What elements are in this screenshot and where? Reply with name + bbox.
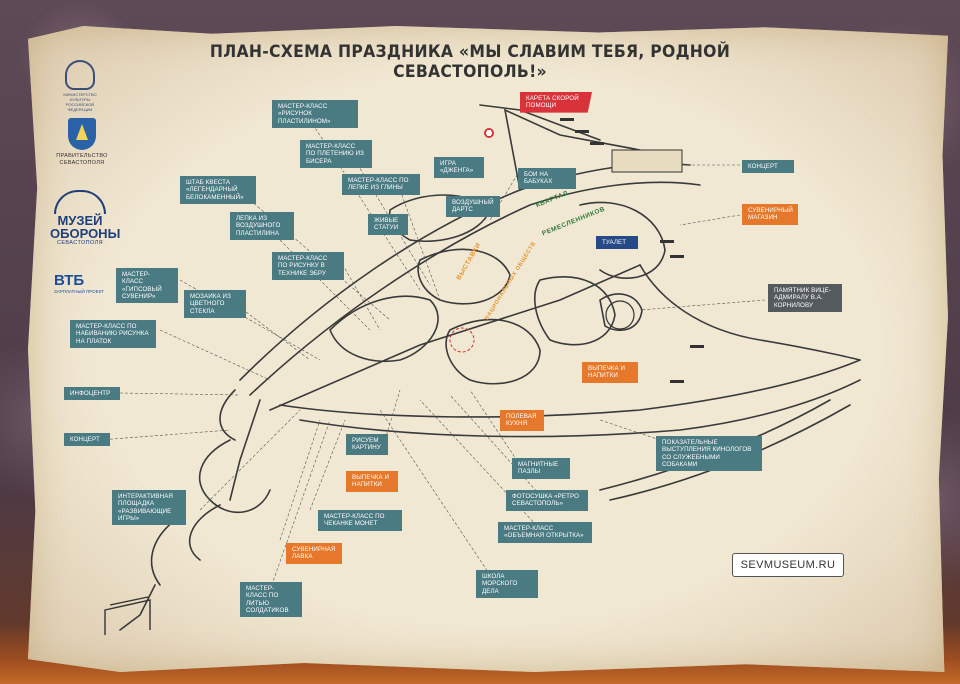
label-monument: ПАМЯТНИК ВИЦЕ-АДМИРАЛУ В.А. КОРНИЛОВУ: [768, 284, 842, 312]
gate-icon: [104, 596, 151, 635]
label-interactive-area: ИНТЕРАКТИВНАЯ ПЛОЩАДКА «РАЗВИВАЮЩИЕ ИГРЫ…: [112, 490, 186, 526]
coat-of-arms-icon: [68, 118, 96, 150]
label-draw-picture: РИСУЕМ КАРТИНУ: [346, 434, 388, 455]
first-aid-icon: [484, 128, 494, 138]
label-boi: БОИ НА БАБУКАХ: [518, 168, 576, 189]
label-mk-ebru: МАСТЕР-КЛАСС ПО РИСУНКУ В ТЕХНИКЕ ЭБРУ: [272, 252, 344, 280]
label-concert-right: КОНЦЕРТ: [742, 160, 794, 174]
label-mosaic: МОЗАИКА ИЗ ЦВЕТНОГО СТЕКЛА: [184, 290, 246, 318]
label-dog-show: ПОКАЗАТЕЛЬНЫЕ ВЫСТУПЛЕНИЯ КИНОЛОГОВ СО С…: [656, 436, 762, 472]
museum-logo: МУЗЕЙ ОБОРОНЫ СЕВАСТОПОЛЯ: [50, 190, 120, 246]
map-title: ПЛАН-СХЕМА ПРАЗДНИКА «МЫ СЛАВИМ ТЕБЯ, РО…: [209, 42, 731, 82]
label-photo-zone: ФОТОСУШКА «РЕТРО СЕВАСТОПОЛЬ»: [506, 490, 588, 511]
building-icon: [611, 149, 683, 173]
label-souvenir-stall: СУВЕНИРНАЯ ЛАВКА: [286, 543, 342, 564]
bank-logo: ВТБ ЗАРПЛАТНЫЙ ПРОЕКТ: [54, 272, 105, 294]
ministry-logo: МИНИСТЕРСТВО КУЛЬТУРЫ РОССИЙСКОЙ ФЕДЕРАЦ…: [56, 60, 104, 112]
label-mk-gypsum: МАСТЕР-КЛАСС «ГИПСОВЫЙ СУВЕНИР»: [116, 268, 178, 304]
label-quest-hq: ШТАБ КВЕСТА «ЛЕГЕНДАРНЫЙ БЕЛОКАМЕННЫЙ»: [180, 176, 256, 204]
label-air-darts: ВОЗДУШНЫЙ ДАРТС: [446, 196, 500, 217]
label-magnetic-puzzles: МАГНИТНЫЕ ПАЗЛЫ: [512, 458, 570, 479]
label-souvenir-shop: СУВЕНИРНЫЙ МАГАЗИН: [742, 204, 798, 225]
label-mk-clay: МАСТЕР-КЛАСС ПО ЛЕПКЕ ИЗ ГЛИНЫ: [342, 174, 420, 195]
label-living-statues: ЖИВЫЕ СТАТУИ: [368, 214, 408, 235]
label-bakery-left: ВЫПЕЧКА И НАПИТКИ: [346, 471, 398, 492]
label-jenga: ИГРА «ДЖЕНГА»: [434, 157, 484, 178]
label-mk-coins: МАСТЕР-КЛАСС ПО ЧЕКАНКЕ МОНЕТ: [318, 510, 402, 531]
label-sea-school: ШКОЛА МОРСКОГО ДЕЛА: [476, 570, 538, 598]
label-info-center: ИНФОЦЕНТР: [64, 387, 120, 401]
label-mk-soldiers: МАСТЕР-КЛАСС ПО ЛИТЬЮ СОЛДАТИКОВ: [240, 582, 302, 618]
cannon-icons: [560, 118, 704, 383]
label-bakery-right: ВЫПЕЧКА И НАПИТКИ: [582, 362, 638, 383]
label-concert-left: КОНЦЕРТ: [64, 433, 110, 447]
label-mk-card: МАСТЕР-КЛАСС «ОБЪЕМНАЯ ОТКРЫТКА»: [498, 522, 592, 543]
label-ambulance: КАРЕТА СКОРОЙ ПОМОЩИ: [520, 92, 592, 113]
label-field-kitchen: ПОЛЕВАЯ КУХНЯ: [500, 410, 544, 431]
label-mk-beads: МАСТЕР-КЛАСС ПО ПЛЕТЕНИЮ ИЗ БИСЕРА: [300, 140, 372, 168]
leader-lines: [99, 119, 766, 591]
label-mk-plasticine: МАСТЕР-КЛАСС «РИСУНОК ПЛАСТИЛИНОМ»: [272, 100, 358, 128]
label-air-plasticine: ЛЕПКА ИЗ ВОЗДУШНОГО ПЛАСТИЛИНА: [230, 212, 294, 240]
label-toilet: ТУАЛЕТ: [596, 236, 638, 250]
label-mk-scarf: МАСТЕР-КЛАСС ПО НАБИВАНИЮ РИСУНКА НА ПЛА…: [70, 320, 156, 348]
government-logo: ПРАВИТЕЛЬСТВО СЕВАСТОПОЛЯ: [56, 118, 108, 167]
website-link[interactable]: SEVMUSEUM.RU: [732, 553, 844, 577]
eagle-icon: [65, 60, 95, 90]
zone-marker-icon: [449, 327, 475, 353]
monument-icon: [605, 300, 635, 330]
